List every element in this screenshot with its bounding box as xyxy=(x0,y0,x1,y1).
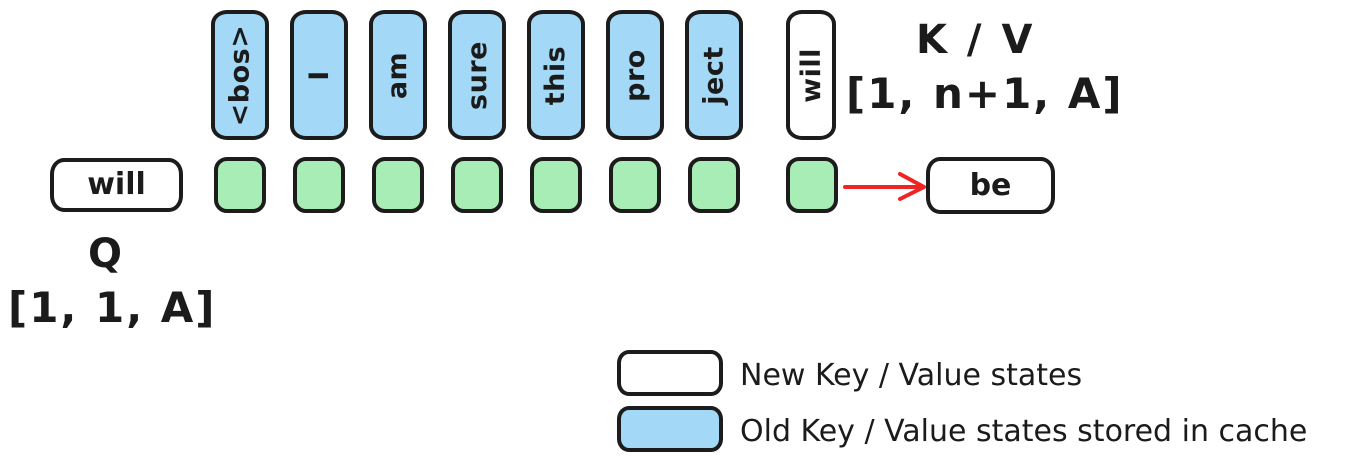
kv-token-label-4: this xyxy=(540,45,572,105)
kv-token-cell-2: am xyxy=(369,10,427,140)
kv-token-label-3: sure xyxy=(461,40,493,110)
kv-token-label-6: ject xyxy=(698,45,730,105)
kv-token-label-5: pro xyxy=(619,48,651,102)
attention-cell-7 xyxy=(786,157,838,213)
query-token-label: will xyxy=(87,167,146,202)
kv-token-cell-6: ject xyxy=(685,10,743,140)
attention-cell-2 xyxy=(372,157,424,213)
attention-cell-3 xyxy=(451,157,503,213)
kv-shape-label: [1, n+1, A] xyxy=(846,69,1124,118)
output-token-label: be xyxy=(969,167,1012,203)
kv-token-cell-3: sure xyxy=(448,10,506,140)
q-title-label: Q xyxy=(88,231,123,277)
legend-label-new-kv: New Key / Value states xyxy=(740,358,1083,393)
attention-cell-4 xyxy=(530,157,582,213)
attention-cell-6 xyxy=(688,157,740,213)
kv-token-label-7: will xyxy=(795,47,827,103)
kv-title-label: K / V xyxy=(916,17,1036,63)
legend-label-old-kv: Old Key / Value states stored in cache xyxy=(740,414,1308,449)
attention-cell-1 xyxy=(293,157,345,213)
kv-token-cell-7-new: will xyxy=(786,10,836,140)
q-shape-label: [1, 1, A] xyxy=(8,283,217,332)
kv-token-label-2: am xyxy=(382,51,414,99)
kv-token-cell-0: <bos> xyxy=(211,10,269,140)
kv-token-cell-1: I xyxy=(290,10,348,140)
output-token-box: be xyxy=(926,157,1055,214)
kv-token-cell-4: this xyxy=(527,10,585,140)
legend-swatch-old-kv xyxy=(617,406,723,452)
kv-token-label-1: I xyxy=(303,69,335,81)
attention-cell-5 xyxy=(609,157,661,213)
kv-token-cell-5: pro xyxy=(606,10,664,140)
query-token-box: will xyxy=(50,158,183,212)
attention-cell-0 xyxy=(214,157,266,213)
attention-output-arrow xyxy=(843,172,926,201)
legend-swatch-new-kv xyxy=(617,350,723,396)
kv-token-label-0: <bos> xyxy=(224,24,256,126)
